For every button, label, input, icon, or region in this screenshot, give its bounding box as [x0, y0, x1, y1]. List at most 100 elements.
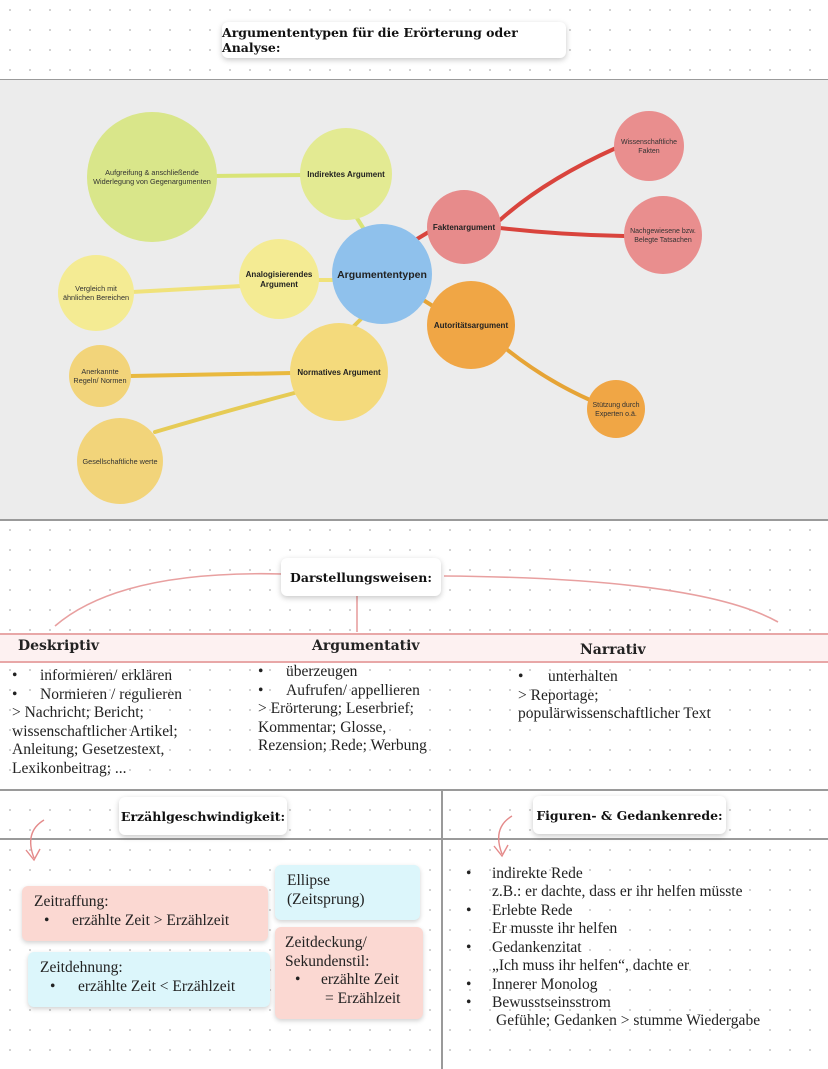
card-zeitraffung: Zeitraffung: •erzählte Zeit > Erzählzeit: [22, 886, 268, 941]
list-item: •erzählte Zeit > Erzählzeit: [44, 911, 230, 929]
node-indirekt: [300, 128, 392, 220]
list-item: •Aufrufen/ appellieren: [258, 681, 420, 699]
text-line: > Erörterung; Leserbrief;: [258, 700, 414, 717]
figuren-bullet: •: [466, 902, 472, 919]
figuren-item-label: Gedankenzitat: [492, 939, 582, 956]
figuren-title: Figuren- & Gedankenrede:: [536, 807, 723, 823]
heading-band: [0, 633, 828, 663]
heading-narrativ: Narrativ: [580, 642, 646, 658]
node-analog: [239, 239, 319, 319]
text-line: Anleitung; Gesetzestext,: [12, 741, 165, 758]
figuren-item-sub: Gefühle; Gedanken > stumme Wiedergabe: [496, 1012, 761, 1029]
figuren-item-label: Innerer Monolog: [492, 976, 598, 993]
label-wiss-1: Wissenschaftliche: [621, 139, 677, 146]
figuren-item-label: indirekte Rede: [492, 865, 583, 882]
node-belegt: [624, 196, 702, 274]
connector-gesellschaft: [153, 390, 300, 434]
list-item: •unterhalten: [518, 668, 618, 685]
arc-left: [54, 572, 283, 627]
card-ellipse: Ellipse (Zeitsprung): [275, 865, 420, 920]
list-item: •erzählte Zeit < Erzählzeit: [50, 977, 236, 995]
label-gesellschaft: Gesellschaftliche werte: [82, 457, 157, 466]
label-regeln-2: Regeln/ Normen: [73, 376, 126, 385]
label-center: Argumententypen: [337, 269, 427, 281]
mindmap-panel: Aufgreifung & anschließende Widerlegung …: [0, 80, 828, 520]
node-vergleich: [58, 255, 134, 331]
label-analog-2: Argument: [260, 280, 298, 289]
figuren-bullet: •: [466, 865, 472, 882]
label-stuetzung-1: Stützung durch: [592, 402, 639, 409]
list-item: •überzeugen: [258, 663, 358, 680]
text-line: > Nachricht; Bericht;: [12, 704, 144, 721]
card-zeitdehnung: Zeitdehnung: •erzählte Zeit < Erzählzeit: [28, 952, 270, 1007]
node-center: [332, 224, 432, 324]
divider-line: [0, 838, 828, 840]
list-item: •Normieren / regulieren: [12, 685, 183, 703]
connector-stuetzung: [503, 346, 592, 402]
label-aufgreifung-1: Aufgreifung & anschließende: [105, 168, 199, 177]
label-belegt-2: Belegte Tatsachen: [634, 237, 692, 244]
figuren-item-sub: Er musste ihr helfen: [492, 920, 618, 937]
node-aufgreifung: [87, 112, 217, 242]
label-aufgreifung-2: Widerlegung von Gegenargumenten: [93, 177, 211, 186]
connector-vergleich: [130, 284, 244, 294]
text-line: Kommentar; Glosse,: [258, 718, 387, 736]
mindmap-svg: Aufgreifung & anschließende Widerlegung …: [58, 111, 702, 504]
erzaehl-title-box: Erzählgeschwindigkeit:: [119, 797, 287, 835]
zeitdeckung-title-2: Sekundenstil:: [285, 952, 370, 970]
zeitdehnung-title: Zeitdehnung:: [40, 959, 123, 976]
zeitdeckung-title-1: Zeitdeckung/: [285, 934, 367, 951]
label-vergleich-2: ähnlichen Bereichen: [63, 293, 129, 302]
list-item: •erzählte Zeit: [295, 971, 399, 988]
label-autoritaet: Autoritätsargument: [434, 321, 509, 330]
label-belegt-1: Nachgewiesene bzw.: [630, 228, 696, 235]
narrativ-text: •unterhalten > Reportage; populärwissens…: [518, 668, 711, 724]
text-line: populärwissenschaftlicher Text: [518, 705, 711, 722]
figuren-bullet: •: [466, 939, 472, 956]
label-stuetzung-2: Experten o.ä.: [595, 411, 637, 418]
zeitdeckung-bullet-cont: = Erzählzeit: [325, 989, 401, 1007]
text-line: wissenschaftlicher Artikel;: [12, 722, 178, 740]
card-zeitdeckung: Zeitdeckung/ Sekundenstil: •erzählte Zei…: [275, 927, 423, 1019]
label-analog-1: Analogisierendes: [246, 270, 313, 279]
heading-deskriptiv: Deskriptiv: [18, 638, 100, 654]
curved-arrow-icon: [25, 819, 45, 862]
node-fakten: [427, 190, 501, 264]
ellipse-line-2: (Zeitsprung): [287, 890, 365, 908]
label-indirekt: Indirektes Argument: [307, 170, 385, 179]
node-wiss: [614, 111, 684, 181]
figuren-item-sub: „Ich muss ihr helfen“, dachte er: [492, 957, 690, 974]
deskriptiv-text: •informieren/ erklären •Normieren / regu…: [12, 667, 182, 778]
label-regeln-1: Anerkannte: [81, 367, 118, 376]
node-autoritaet: [427, 281, 515, 369]
figuren-item-label: Bewusstseinsstrom: [492, 994, 611, 1011]
erzaehl-title: Erzählgeschwindigkeit:: [120, 808, 286, 824]
connector-aufgreifung: [210, 173, 307, 178]
connector-wiss: [498, 146, 618, 222]
label-wiss-2: Fakten: [638, 148, 660, 155]
figuren-item-label: Erlebte Rede: [492, 902, 573, 919]
label-fakten: Faktenargument: [433, 223, 496, 232]
node-normativ: [290, 323, 388, 421]
node-gesellschaft: [77, 418, 163, 504]
zeitraffung-title: Zeitraffung:: [34, 893, 109, 910]
heading-argumentativ: Argumentativ: [312, 638, 420, 654]
text-line: Rezension; Rede; Werbung: [258, 737, 427, 754]
arc-right: [443, 575, 779, 623]
connector-belegt: [498, 226, 626, 238]
divider-line: [0, 519, 828, 521]
darstellung-title: Darstellungsweisen:: [290, 569, 432, 585]
mindmap-title-box: Argumententypen für die Erörterung oder …: [222, 22, 566, 58]
divider-line: [0, 789, 828, 791]
list-item: •informieren/ erklären: [12, 667, 173, 684]
figuren-title-box: Figuren- & Gedankenrede:: [533, 796, 726, 834]
curved-arrow-icon: [493, 815, 513, 858]
connector-regeln: [128, 371, 294, 378]
mindmap-title: Argumententypen für die Erörterung oder …: [222, 25, 518, 55]
darstellung-arcs: [54, 572, 779, 632]
figuren-bullet: •: [466, 976, 472, 993]
ellipse-line-1: Ellipse: [287, 872, 331, 889]
node-regeln: [69, 345, 131, 407]
figuren-bullet: •: [466, 994, 472, 1011]
node-stuetzung: [587, 380, 645, 438]
